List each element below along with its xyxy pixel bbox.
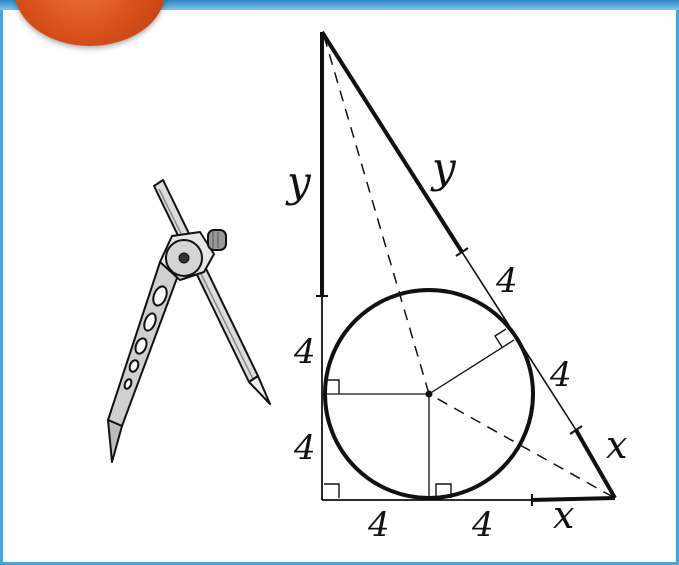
triangle-base-right xyxy=(531,496,616,502)
radius-to-hypotenuse xyxy=(428,339,515,395)
right-angle-markers xyxy=(324,328,507,498)
angle-bisectors xyxy=(323,35,614,498)
compass-needle-tip xyxy=(107,419,123,463)
slide-top-bar xyxy=(0,0,679,10)
right-angle-marker-corner xyxy=(324,483,340,498)
label-bottom-right: x xyxy=(553,493,574,537)
tick-hyp-lower xyxy=(569,425,583,435)
right-angle-marker-hyp xyxy=(494,328,507,348)
right-angle-marker-left xyxy=(324,379,340,394)
label-hyp-mid1: 4 xyxy=(495,261,518,301)
label-hyp-upper: y xyxy=(430,143,457,192)
bisector-right-vertex xyxy=(428,393,614,498)
bisector-top-vertex xyxy=(323,35,430,395)
triangle xyxy=(316,30,617,506)
radii xyxy=(324,339,515,499)
label-hyp-mid2: 4 xyxy=(549,355,572,395)
label-hyp-low: x xyxy=(606,423,627,467)
tick-hyp-upper xyxy=(455,247,469,257)
triangle-hypotenuse-lower xyxy=(574,429,617,499)
label-left-upper: y xyxy=(285,157,312,206)
label-left-mid: 4 xyxy=(293,332,316,372)
compass-icon xyxy=(107,179,271,463)
compass-pencil-tip xyxy=(248,375,271,405)
triangle-hypotenuse-upper xyxy=(320,30,464,254)
label-bottom-mid: 4 xyxy=(471,505,494,545)
right-angle-marker-base xyxy=(435,483,452,498)
label-bottom-left: 4 xyxy=(367,505,390,545)
label-left-low: 4 xyxy=(293,428,316,468)
